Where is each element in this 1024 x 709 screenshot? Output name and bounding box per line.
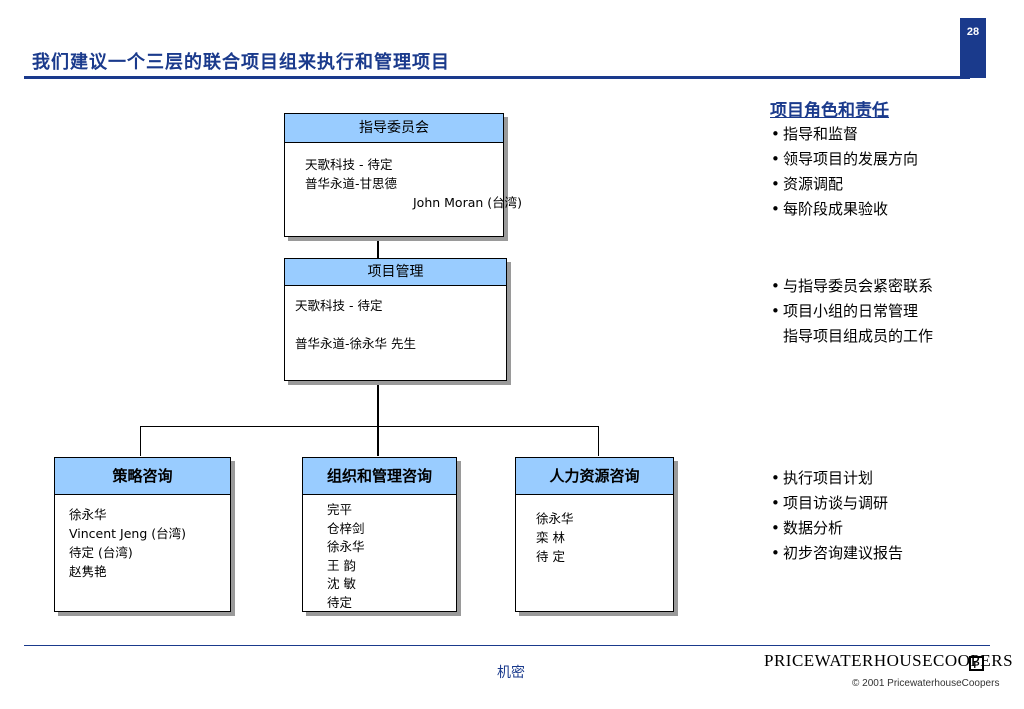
team-member: 待定 [327, 594, 353, 610]
team-member: 栾 林 [536, 530, 565, 545]
steering-responsibilities: •指导和监督 •领导项目的发展方向 •资源调配 •每阶段成果验收 [771, 122, 918, 222]
hr-consulting-body: 徐永华 栾 林 待 定 [516, 495, 673, 566]
pwc-logo: PRICEWATERHOUSECOOPERS [764, 651, 1014, 670]
responsibility-item: •初步咨询建议报告 [771, 544, 904, 562]
hr-consulting-box: 人力资源咨询 徐永华 栾 林 待 定 [515, 457, 674, 612]
footer-divider [24, 645, 990, 646]
team-member: 仓梓剑 [327, 520, 365, 536]
responsibility-item: •每阶段成果验收 [771, 200, 889, 218]
pm-responsibilities: •与指导委员会紧密联系 •项目小组的日常管理 指导项目组成员的工作 [771, 274, 933, 349]
project-management-header: 项目管理 [285, 259, 506, 286]
steering-line: 普华永道-甘思德 [305, 176, 398, 191]
team-responsibilities: •执行项目计划 •项目访谈与调研 •数据分析 •初步咨询建议报告 [771, 466, 903, 566]
connector-steering-pm [377, 236, 379, 258]
connector-right-drop [598, 426, 599, 456]
org-management-consulting-header: 组织和管理咨询 [303, 458, 456, 495]
pm-line: 天歌科技 - 待定 [295, 298, 383, 313]
steering-committee-box: 指导委员会 天歌科技 - 待定 普华永道-甘思德 John Moran (台湾) [284, 113, 523, 237]
team-member: Vincent Jeng (台湾) [69, 526, 186, 541]
org-management-consulting-box: 组织和管理咨询 完平 仓梓剑 徐永华 王 韵 沈 敏 待定 [302, 457, 457, 612]
roles-heading: 项目角色和责任 [770, 101, 889, 121]
responsibility-item: •与指导委员会紧密联系 [771, 277, 934, 295]
steering-line: 天歌科技 - 待定 [305, 157, 393, 172]
title-divider [24, 76, 970, 79]
team-member: 完平 [327, 502, 353, 517]
pm-line: 普华永道-徐永华 先生 [295, 336, 416, 351]
team-member: 徐永华 [536, 511, 574, 526]
connector-horizontal [140, 426, 599, 427]
project-management-body: 天歌科技 - 待定 普华永道-徐永华 先生 [285, 286, 506, 353]
page-number: 28 [960, 18, 986, 78]
page-title: 我们建议一个三层的联合项目组来执行和管理项目 [32, 52, 450, 73]
team-member: 王 韵 [327, 557, 356, 573]
org-management-consulting-body: 完平 仓梓剑 徐永华 王 韵 沈 敏 待定 [303, 495, 456, 612]
responsibility-item: •项目小组的日常管理 [771, 302, 919, 320]
copyright-text: © 2001 PricewaterhouseCoopers [852, 678, 1000, 689]
responsibility-item: •指导和监督 [771, 125, 859, 143]
hr-consulting-header: 人力资源咨询 [516, 458, 673, 495]
strategy-consulting-box: 策略咨询 徐永华 Vincent Jeng (台湾) 待定 (台湾) 赵隽艳 [54, 457, 231, 612]
strategy-consulting-header: 策略咨询 [55, 458, 230, 495]
team-member: 待定 (台湾) [69, 545, 133, 560]
responsibility-item: •数据分析 [771, 519, 844, 537]
responsibility-item: •资源调配 [771, 175, 844, 193]
steering-committee-header: 指导委员会 [285, 114, 503, 143]
responsibility-item: •领导项目的发展方向 [771, 150, 919, 168]
steering-committee-body: 天歌科技 - 待定 普华永道-甘思德 John Moran (台湾) [285, 143, 523, 212]
connector-pm-down [377, 380, 379, 456]
responsibility-item: •项目访谈与调研 [771, 494, 889, 512]
confidential-label: 机密 [497, 665, 525, 681]
steering-line: John Moran (台湾) [413, 195, 523, 210]
team-member: 徐永华 [327, 539, 365, 554]
pwc-logo-icon: P [969, 656, 984, 671]
responsibility-item: •执行项目计划 [771, 469, 874, 487]
project-management-box: 项目管理 天歌科技 - 待定 普华永道-徐永华 先生 [284, 258, 507, 381]
team-member: 徐永华 [69, 507, 107, 522]
responsibility-item: 指导项目组成员的工作 [783, 327, 934, 345]
team-member: 赵隽艳 [69, 564, 107, 579]
strategy-consulting-body: 徐永华 Vincent Jeng (台湾) 待定 (台湾) 赵隽艳 [55, 495, 230, 581]
team-member: 待 定 [536, 549, 565, 564]
connector-left-drop [140, 426, 141, 456]
team-member: 沈 敏 [327, 576, 356, 591]
